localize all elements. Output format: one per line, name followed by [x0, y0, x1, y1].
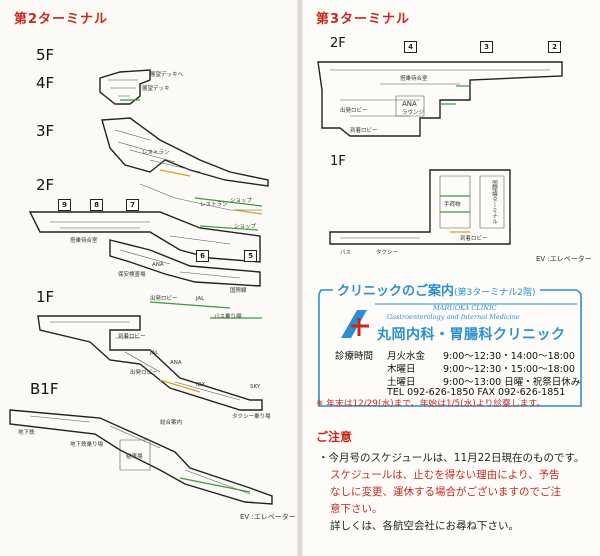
t2-label-subway: 地下鉄	[18, 430, 35, 436]
t3-1f-plan	[329, 169, 511, 245]
t2-label-3f-restaurant: レストラン	[142, 150, 170, 156]
notice-line-3: なしに変更、運休する場合がございますのでご注	[330, 486, 561, 498]
t2-gate-7: 7	[126, 199, 139, 211]
t3-floor-2f: 2F	[330, 36, 346, 51]
t3-label-2f-arrival: 到着ロビー	[350, 128, 378, 134]
t2-label-3f-shop: ショップ	[230, 198, 253, 204]
t3-gate-3: 3	[480, 41, 493, 53]
t2-label-subway-platform: 地下鉄乗り場	[70, 442, 104, 448]
t2-label-1f-ana: ANA	[170, 360, 182, 366]
t2-label-departure-lobby: 出発ロビー	[150, 296, 178, 302]
clinic-logo-icon	[337, 308, 377, 340]
t2-floor-b1f: B1F	[30, 380, 59, 398]
t2-floor-4f: 4F	[36, 74, 55, 92]
notice-line-4: 意下さい。	[330, 503, 383, 515]
clinic-hours-row2-time: 9:00～12:30・15:00～18:00	[443, 364, 575, 375]
t3-label-lounge: ラウンジ	[402, 110, 425, 116]
t2-elevator-legend: EV :エレベーター	[240, 513, 296, 521]
clinic-hours-row2-days: 木曜日	[387, 364, 416, 375]
t2-label-parking: 駐車場	[126, 454, 143, 460]
t3-label-bus: バス	[340, 250, 352, 256]
t3-label-taxi: タクシー	[376, 250, 399, 256]
page-gutter	[297, 0, 303, 556]
clinic-hours-row3-days: 土曜日	[387, 377, 416, 388]
t2-floor-1f: 1F	[36, 288, 55, 306]
t2-label-bus-stop: バス乗り場	[214, 314, 242, 320]
t2-label-international: 国際線	[230, 288, 247, 294]
t3-label-international-terminal: 国際線ターミナル	[491, 180, 497, 224]
clinic-name-en1: MARUOKA CLINIC	[433, 304, 497, 312]
t2-1f-plan	[37, 301, 263, 411]
t2-floor-2f: 2F	[36, 176, 55, 194]
clinic-title: クリニックのご案内(第3ターミナル2階)	[333, 280, 540, 299]
terminal3-title: 第3ターミナル	[316, 12, 411, 27]
t2-label-1f-departure: 出発ロビー	[130, 370, 158, 376]
clinic-holiday-note: ※ 年末は12/29(水)まで、年始は1/5(水)より診察します。	[316, 399, 546, 409]
t2-label-2f-shop: ショップ	[234, 224, 257, 230]
t2-label-observation-deck: 展望デッキ	[142, 86, 170, 92]
t3-label-ana: ANA	[402, 100, 417, 108]
t2-gate-5: 5	[244, 250, 257, 262]
t3-elevator-legend: EV :エレベーター	[536, 255, 592, 263]
clinic-hours-row1-time: 9:00～12:30・14:00～18:00	[443, 351, 575, 362]
clinic-box-frame	[318, 289, 582, 407]
t3-floor-1f: 1F	[330, 154, 346, 169]
clinic-title-sub: (第3ターミナル2階)	[454, 288, 536, 298]
clinic-info-box: クリニックのご案内(第3ターミナル2階) MARUOKA CLINIC Gast…	[315, 280, 585, 412]
t2-floor-3f: 3F	[36, 122, 55, 140]
t3-gate-2: 2	[548, 41, 561, 53]
clinic-name-jp: 丸岡内科・胃腸科クリニック	[377, 327, 566, 343]
t3-label-baggage: 手荷物	[444, 202, 461, 208]
t2-label-1f-ibx: IBX	[196, 382, 206, 388]
t2-3f-plan	[101, 117, 269, 187]
t2-label-gate-lounge: 搭乗待合室	[70, 238, 98, 244]
t2-gate-9: 9	[58, 199, 71, 211]
t3-label-departure-lobby: 出発ロビー	[340, 108, 368, 114]
terminal2-title: 第2ターミナル	[14, 12, 109, 27]
t3-label-1f-arrival: 到着ロビー	[460, 236, 488, 242]
t2-label-1f-jal: JAL	[150, 350, 159, 356]
clinic-hours-row1-days: 月火水金	[387, 351, 426, 362]
t2-floor-5f: 5F	[36, 46, 55, 64]
t2-label-2f-jal: JAL	[196, 296, 205, 302]
clinic-name-en2: Gastroenterology and Internal Medicine	[387, 313, 520, 321]
t2-gate-6: 6	[196, 250, 209, 262]
t3-2f-plan	[317, 61, 563, 137]
notice-line-2: スケジュールは、止むを得ない理由により、予告	[330, 469, 560, 481]
right-page	[300, 0, 600, 556]
t2-label-arrival-lobby: 到着ロビー	[118, 334, 146, 340]
notice-line-1: ・今月号のスケジュールは、11月22日現在のものです。	[318, 452, 585, 464]
t2-label-2f-restaurant: レストラン	[200, 202, 228, 208]
clinic-tel-fax: TEL 092-626-1850 FAX 092-626-1851	[387, 387, 566, 398]
t3-label-gate-lounge: 搭乗待合室	[400, 76, 428, 82]
clinic-hours-row3-time: 9:00～13:00 日曜・祝祭日休み	[443, 377, 581, 388]
t2-label-security: 保安検査場	[118, 272, 146, 278]
t2-gate-8: 8	[90, 199, 103, 211]
t2-label-taxi: タクシー乗り場	[232, 414, 271, 420]
t2-4f-plan	[99, 69, 151, 105]
t2-floorplan-svg	[9, 69, 273, 505]
t2-2f-plan	[28, 183, 263, 287]
notice-line-5: 詳しくは、各航空会社にお尋ね下さい。	[330, 520, 519, 532]
clinic-title-main: クリニックのご案内	[337, 284, 455, 299]
t3-gate-4: 4	[404, 41, 417, 53]
t2-b1f-plan	[9, 409, 273, 505]
t2-label-information: 総合案内	[160, 420, 183, 426]
t2-label-1f-sky: SKY	[250, 384, 261, 390]
clinic-hours-label: 診療時間	[335, 351, 374, 362]
notice-title: ご注意	[316, 430, 353, 444]
t2-label-2f-ana: ANA	[152, 262, 164, 268]
t2-label-to-deck: 展望デッキへ	[150, 72, 184, 78]
